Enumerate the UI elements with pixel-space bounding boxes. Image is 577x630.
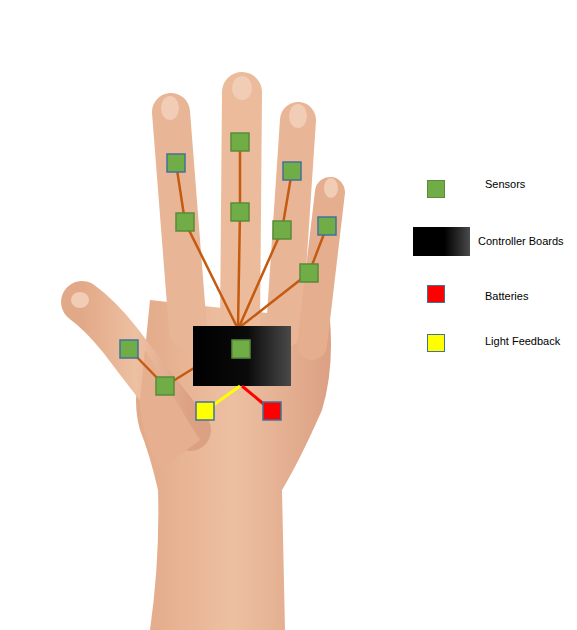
hand: [71, 76, 338, 630]
legend-swatch: [427, 334, 445, 352]
controller-board: [193, 326, 291, 386]
light-sensor: [167, 154, 185, 172]
wire: [239, 171, 292, 327]
fingernail: [71, 292, 89, 308]
fingernail: [232, 76, 252, 100]
wire: [240, 226, 327, 327]
sensors: [120, 133, 336, 395]
battery: [263, 402, 281, 420]
fingernail: [324, 178, 338, 198]
legend-label: Sensors: [485, 178, 525, 191]
sensor: [156, 377, 174, 395]
wire: [176, 163, 237, 327]
legend-swatch: [413, 227, 470, 256]
sensor: [300, 264, 318, 282]
sensor: [231, 203, 249, 221]
sensor: [176, 213, 194, 231]
legend-label: Controller Boards: [478, 235, 564, 248]
light-sensor: [318, 217, 336, 235]
light-sensor: [283, 162, 301, 180]
legend-label: Batteries: [485, 290, 528, 303]
sensor: [231, 133, 249, 151]
light-feedback: [196, 402, 214, 420]
legend-swatch: [427, 180, 445, 198]
fingernail: [161, 96, 179, 120]
sensor: [232, 340, 250, 358]
legend-label: Light Feedback: [485, 335, 560, 348]
light-sensor: [120, 340, 138, 358]
fingernail: [289, 104, 307, 128]
wire: [238, 142, 240, 327]
legend-swatch: [427, 285, 445, 303]
sensor: [273, 221, 291, 239]
wires: [129, 142, 327, 386]
